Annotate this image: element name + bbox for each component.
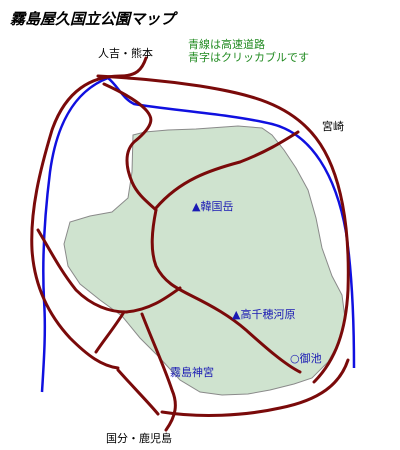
legend-highway: 青線は高速道路 bbox=[188, 38, 265, 51]
road-south-branch bbox=[116, 368, 160, 416]
highway-east bbox=[107, 77, 356, 369]
highway-west bbox=[40, 76, 109, 393]
dest-kokubu-kagoshima: 国分・鹿児島 bbox=[106, 432, 172, 445]
road-south-central bbox=[140, 312, 177, 432]
legend-clickable: 青字はクリッカブルです bbox=[188, 51, 309, 64]
dest-miyazaki: 宮崎 bbox=[322, 120, 344, 133]
road-central bbox=[150, 208, 302, 374]
link-karakunidake[interactable]: ▲韓国岳 bbox=[192, 200, 234, 213]
link-kirishima-jingu[interactable]: 霧島神宮 bbox=[170, 366, 214, 379]
road-inner-north bbox=[102, 82, 158, 212]
road-jingu-loop bbox=[160, 358, 350, 417]
road-west-link bbox=[36, 228, 182, 314]
link-takachiho-gawara[interactable]: ▲高千穂河原 bbox=[232, 308, 296, 321]
legend: 青線は高速道路 青字はクリッカブルです bbox=[188, 38, 309, 64]
dest-hitoyoshi-kumamoto: 人吉・熊本 bbox=[98, 47, 153, 60]
road-south-west bbox=[94, 310, 126, 354]
road-east-miyazaki bbox=[154, 130, 300, 210]
park-area bbox=[63, 125, 346, 396]
road-north-outer-east bbox=[96, 74, 350, 384]
link-mi-ike[interactable]: ○御池 bbox=[290, 352, 322, 365]
map-title: 霧島屋久国立公園マップ bbox=[10, 10, 176, 28]
